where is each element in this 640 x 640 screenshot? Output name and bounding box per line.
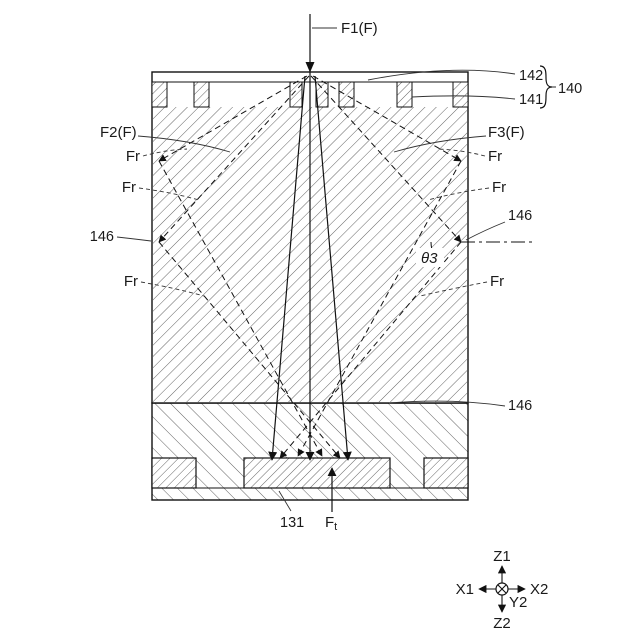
labels-group: F1(F) F2(F) F3(F) Fr Fr Fr Fr Fr Fr 142 … <box>90 20 582 533</box>
reflected-ray-upper-left <box>158 160 323 457</box>
entry-arrowhead <box>305 62 315 73</box>
electrode-finger-7 <box>452 81 469 108</box>
scattered-ray-mid-right <box>310 75 462 243</box>
leader-142 <box>367 69 516 81</box>
electrode-finger-6 <box>396 81 413 108</box>
leader-f3 <box>393 135 487 153</box>
leader-lines-group <box>116 27 556 512</box>
leader-146-left <box>116 236 152 242</box>
leader-fr-left-3 <box>140 281 205 297</box>
leader-fr-left-1 <box>142 148 188 157</box>
photodiode-right <box>423 457 469 489</box>
axis-label-z2: Z2 <box>493 615 511 632</box>
electrode-finger-1 <box>151 81 168 108</box>
label-131: 131 <box>280 515 304 531</box>
label-141: 141 <box>519 92 543 108</box>
label-fr-left-3: Fr <box>124 273 138 290</box>
label-fr-right-2: Fr <box>492 179 506 196</box>
label-140: 140 <box>558 81 582 97</box>
leader-fr-right-1 <box>436 148 486 157</box>
leader-146-right <box>465 221 506 241</box>
axis-label-x2: X2 <box>530 581 548 598</box>
leader-146-bottom <box>388 400 506 407</box>
label-fr-right-3: Fr <box>490 273 504 290</box>
electrode-finger-5 <box>338 81 355 108</box>
label-fr-left-2: Fr <box>122 179 136 196</box>
axis-label-z1: Z1 <box>493 548 511 565</box>
axis-label-x1: X1 <box>456 581 474 598</box>
leader-f2 <box>137 135 231 153</box>
label-f1: F1(F) <box>341 20 378 37</box>
label-ft: Ft <box>325 514 337 533</box>
scattered-ray-mid-left <box>158 75 310 243</box>
label-theta3: θ3 <box>421 250 438 267</box>
reflected-ray-upper-right <box>297 160 462 457</box>
label-ft-sub: t <box>334 521 337 533</box>
label-f3: F3(F) <box>488 124 525 141</box>
label-146-bottom: 146 <box>508 398 532 414</box>
axis-label-y2: Y2 <box>509 594 527 611</box>
leader-131 <box>278 490 292 512</box>
leader-fr-right-2 <box>427 187 490 201</box>
label-ft-base: F <box>325 514 334 531</box>
scattered-ray-upper-right <box>312 75 462 162</box>
photodiode-left <box>151 457 197 489</box>
photodiode-center <box>243 457 391 489</box>
label-142: 142 <box>519 68 543 84</box>
axis-origin-cross-2 <box>497 584 507 594</box>
scattered-ray-upper-left <box>158 75 308 162</box>
axis-indicator: Z1 Z2 X1 X2 Y2 <box>456 548 549 632</box>
label-146-left: 146 <box>90 229 114 245</box>
reflected-ray-mid-right <box>279 241 462 459</box>
electrode-finger-2 <box>193 81 210 108</box>
label-fr-left-1: Fr <box>126 148 140 165</box>
label-f2: F2(F) <box>100 124 137 141</box>
leader-fr-left-2 <box>138 187 200 201</box>
direct-ray-left <box>268 75 306 461</box>
label-146-right: 146 <box>508 208 532 224</box>
label-fr-right-1: Fr <box>488 148 502 165</box>
leader-141 <box>411 95 516 100</box>
theta3-label-halo <box>416 248 444 267</box>
direct-ray-right <box>314 75 352 461</box>
